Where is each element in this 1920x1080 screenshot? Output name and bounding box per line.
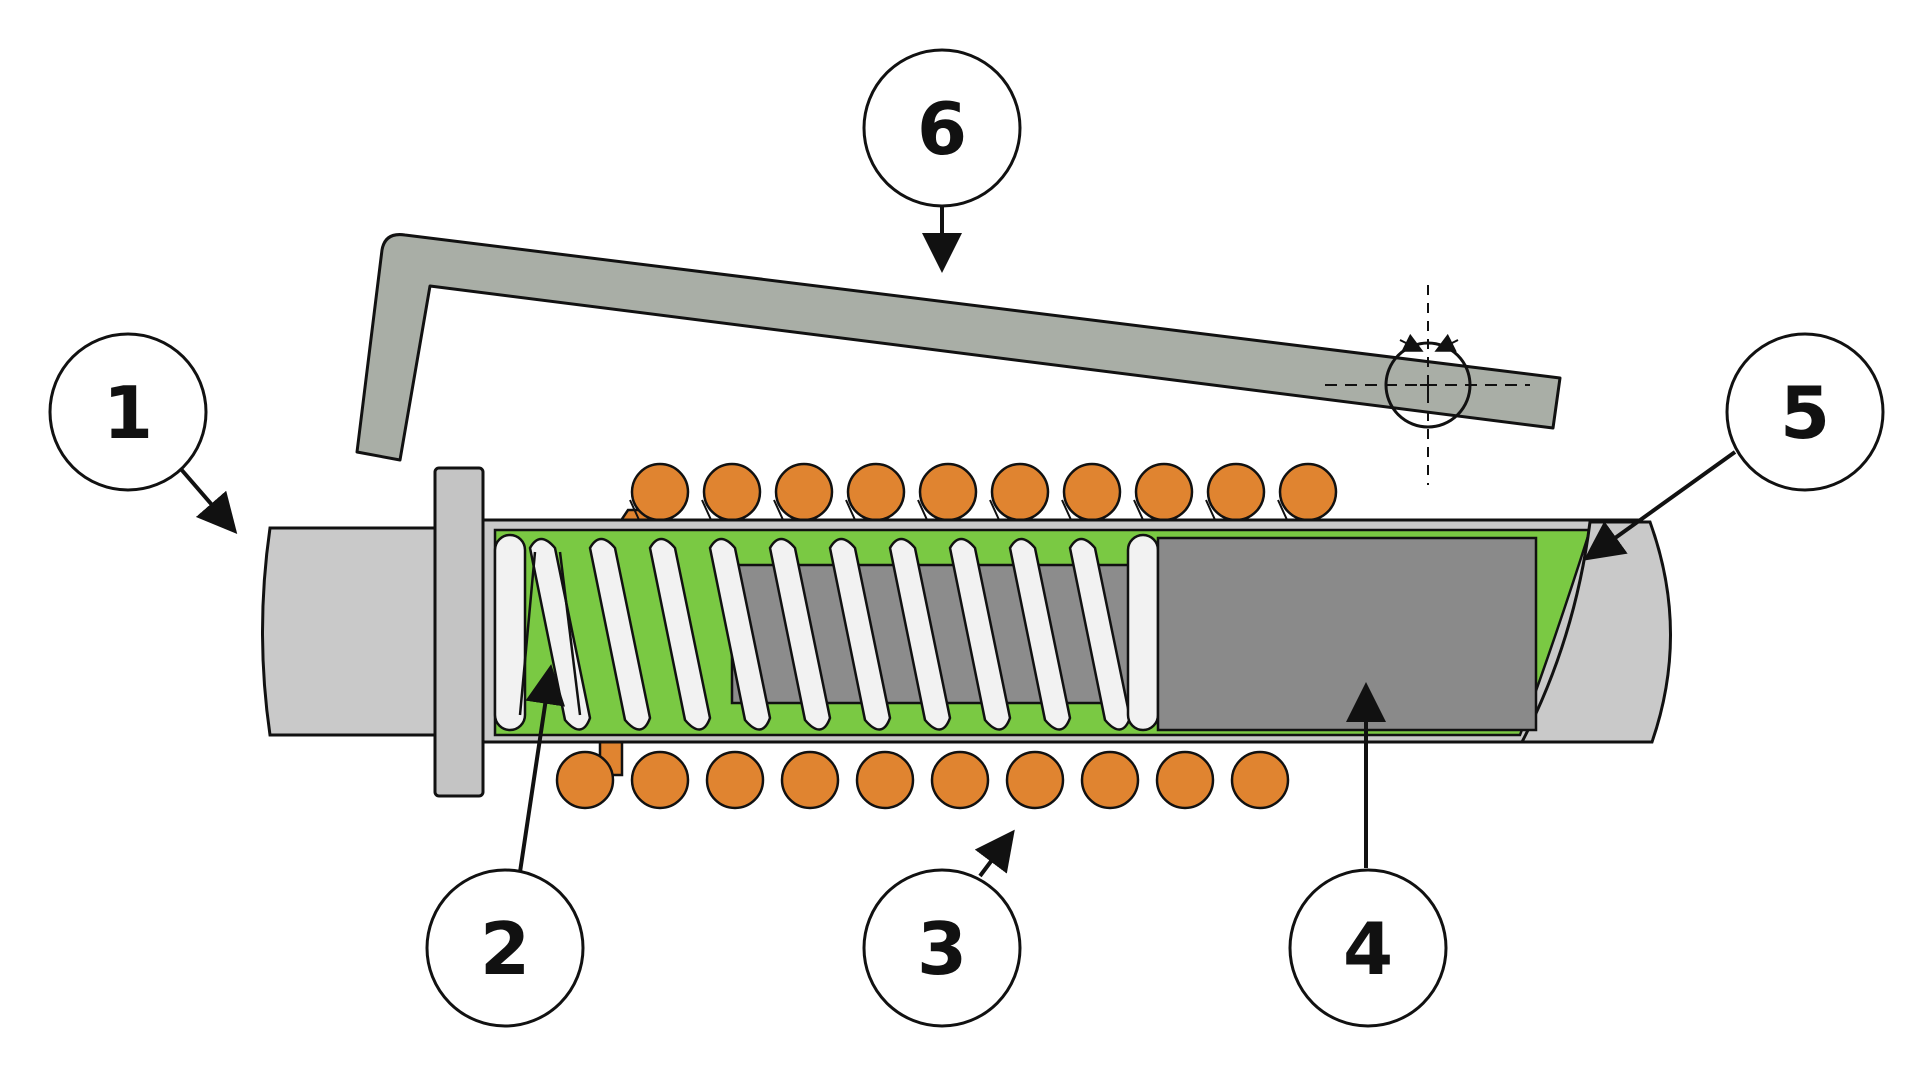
callout-1: 1 xyxy=(48,332,208,492)
svg-text:3: 3 xyxy=(917,907,967,991)
flange xyxy=(433,466,485,798)
callout-6: 6 xyxy=(862,48,1022,208)
svg-text:6: 6 xyxy=(917,87,967,171)
crosshair-icon xyxy=(1325,285,1530,485)
svg-text:1: 1 xyxy=(103,371,153,455)
circle-callout-icon xyxy=(48,332,208,492)
callout-2: 2 xyxy=(425,868,585,1028)
svg-text:4: 4 xyxy=(1343,907,1393,991)
circle-callout-icon xyxy=(862,48,1022,208)
coil-winding-top xyxy=(615,462,1338,527)
circle-callout-icon xyxy=(1725,332,1885,492)
svg-text:5: 5 xyxy=(1780,371,1830,455)
leader-arrows xyxy=(178,205,1737,878)
callout-5: 5 xyxy=(1725,332,1885,492)
circle-callout-icon xyxy=(862,868,1022,1028)
return-spring xyxy=(493,533,1160,732)
callout-3: 3 xyxy=(862,868,1022,1028)
arrow-icon xyxy=(974,829,1015,878)
arrow-icon xyxy=(178,466,238,535)
arrow-icon xyxy=(1583,450,1737,561)
reed-lever xyxy=(355,233,1562,462)
arrow-icon xyxy=(518,664,566,873)
circle-callout-icon xyxy=(425,868,585,1028)
callout-4: 4 xyxy=(1288,868,1448,1028)
coil-winding-bottom xyxy=(555,733,1290,810)
base-end-cap xyxy=(261,526,442,737)
armature-slug xyxy=(1156,536,1538,732)
svg-text:2: 2 xyxy=(480,907,530,991)
right-end-cap xyxy=(1519,520,1672,744)
circle-callout-icon xyxy=(1288,868,1448,1028)
